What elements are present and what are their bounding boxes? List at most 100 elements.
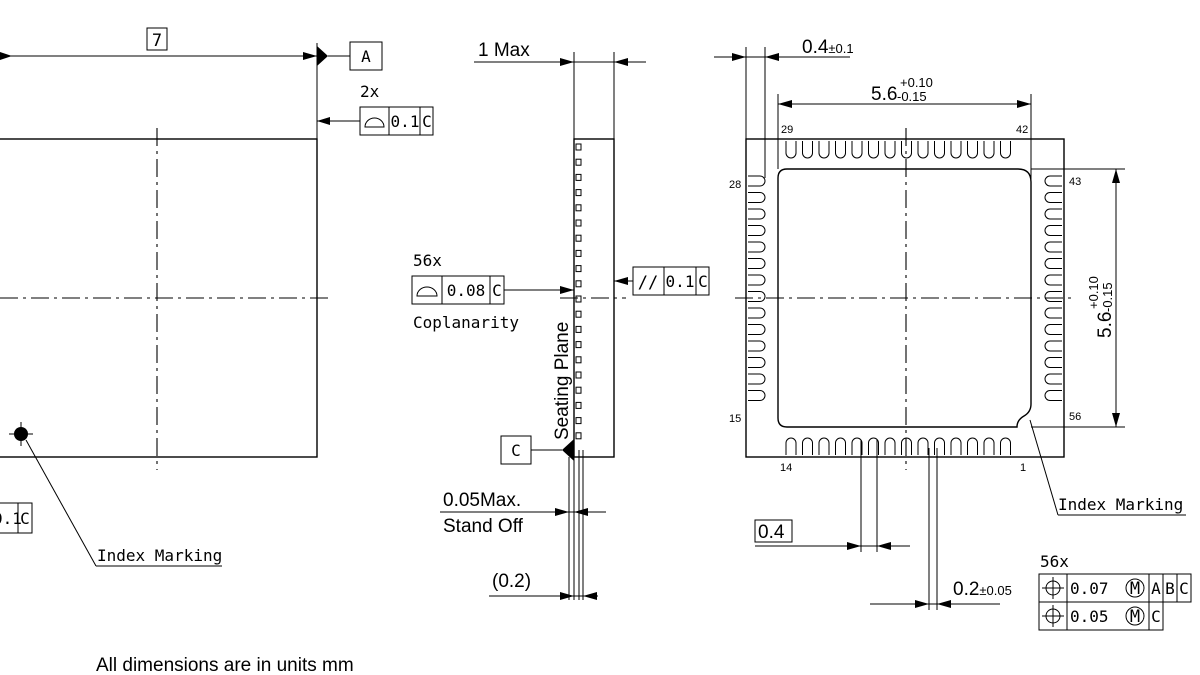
pad-bottom: [785, 437, 797, 455]
pad-left: [748, 390, 766, 401]
datum-a-triangle: [317, 46, 328, 66]
pin-28-label: 28: [729, 179, 741, 191]
pad-bottom: [851, 437, 863, 455]
pad-left: [748, 324, 766, 335]
parallelism-feature-control-frame: // 0.1 C: [632, 266, 710, 296]
partial-frame-datum: C: [20, 509, 30, 528]
pad-bottom: [917, 437, 929, 455]
mmc-circle-icon: [1125, 578, 1145, 598]
pad-bottom: [1000, 437, 1011, 455]
basic-dimension-box: [146, 27, 168, 51]
svg-text:0.4±0.1: 0.4±0.1: [802, 37, 854, 58]
pad-left: [748, 208, 766, 220]
flatness-arrow: [317, 117, 330, 125]
top-width-arrow-left: [0, 52, 12, 60]
lead-length-arrow-left: [732, 53, 746, 61]
side-lead: [575, 265, 582, 273]
side-lead: [575, 310, 582, 318]
side-lead: [575, 143, 582, 151]
pin-43-label: 43: [1069, 176, 1081, 188]
pad-top: [901, 141, 912, 159]
body-width-arrow-right: [1017, 100, 1031, 108]
datum-a-box: [349, 41, 383, 71]
pad-right: [1044, 225, 1062, 236]
max-height-arrow-left: [560, 58, 574, 66]
position-feature-control-frame-1: 0.07 M A B C: [1038, 573, 1192, 603]
flatness-tolerance: 0.1: [391, 112, 420, 131]
side-lead: [575, 189, 582, 197]
lead-length-nominal: 0.4: [802, 37, 829, 58]
coplanarity-tolerance: 0.08: [447, 281, 486, 300]
pad-bottom: [835, 437, 846, 455]
flatness-feature-control-frame: 0.1 C: [359, 106, 434, 136]
pad-bottom: [950, 437, 962, 455]
lead-width-arrow-right: [937, 600, 951, 608]
pitch-arrow-left: [847, 542, 861, 550]
lead-length-tolerance: ±0.1: [828, 41, 853, 56]
side-lead: [575, 386, 582, 394]
pad-left: [748, 175, 766, 187]
pad-left: [748, 274, 766, 286]
pad-left: [748, 258, 766, 269]
pad-right: [1044, 274, 1062, 286]
pad-top: [818, 141, 830, 159]
coplanarity-arrow: [560, 286, 574, 294]
flatness-count: 2x: [360, 82, 380, 101]
body-height-nominal: 5.6: [1095, 312, 1116, 338]
standoff-arrow-right: [574, 508, 588, 516]
pad-top: [934, 141, 945, 159]
pad-top: [917, 141, 929, 159]
pin-29-label: 29: [781, 124, 793, 136]
bottom-index-leader: [1029, 419, 1059, 516]
parallelism-arrow: [614, 277, 628, 285]
index-dot-icon: [14, 427, 28, 441]
top-bottom-partial-frame: 0.1 C: [0, 502, 33, 534]
pad-bottom: [884, 437, 896, 455]
pad-left: [748, 307, 766, 319]
pad-top: [802, 141, 813, 159]
side-lead: [575, 173, 582, 181]
side-lead: [575, 158, 582, 166]
parallelism-datum: C: [698, 272, 708, 291]
pad-top: [785, 141, 797, 159]
pad-right: [1044, 175, 1062, 187]
standoff-value: 0.05Max.: [443, 490, 521, 511]
datum-a-label: A: [361, 47, 371, 66]
pad-bottom: [818, 437, 830, 455]
top-index-leader: [25, 439, 97, 567]
lead-thickness-arrow-right: [583, 592, 597, 600]
position-1-datum-b: B: [1165, 579, 1175, 598]
mmc-circle-icon: [1125, 606, 1145, 626]
position-count: 56x: [1040, 552, 1069, 571]
profile-surface-icon: [364, 117, 385, 128]
pad-right: [1044, 390, 1062, 401]
coplanarity-datum: C: [492, 281, 502, 300]
pad-bottom: [967, 437, 978, 455]
side-lead: [575, 401, 582, 409]
position-2-datum: C: [1151, 607, 1161, 626]
pitch-value: 0.4: [758, 522, 785, 543]
pad-right: [1044, 373, 1062, 385]
pad-right: [1044, 258, 1062, 269]
pad-left: [748, 291, 766, 302]
body-width-upper-tol: +0.10: [900, 75, 933, 90]
lead-width-tolerance: ±0.05: [979, 583, 1011, 598]
lead-width-nominal: 0.2: [953, 579, 979, 600]
top-view: 7 A 2x 0.1 C Index Marking 0.1 C: [0, 27, 434, 567]
standoff-arrow-left: [555, 508, 569, 516]
pad-left: [748, 241, 766, 253]
position-2-modifier: M: [1130, 607, 1140, 627]
pad-right: [1044, 357, 1062, 368]
pad-right: [1044, 291, 1062, 302]
pad-left: [748, 225, 766, 236]
flatness-datum: C: [422, 112, 432, 131]
pad-top: [1000, 141, 1011, 159]
body-height-arrow-bottom: [1112, 413, 1120, 427]
pitch-basic-box: [754, 519, 793, 543]
lead-thickness-arrow-left: [560, 592, 574, 600]
lead-width-arrow-left: [915, 600, 929, 608]
top-width-dimension: 7: [152, 31, 162, 51]
pin-42-label: 42: [1016, 124, 1028, 136]
pad-left: [748, 340, 766, 352]
